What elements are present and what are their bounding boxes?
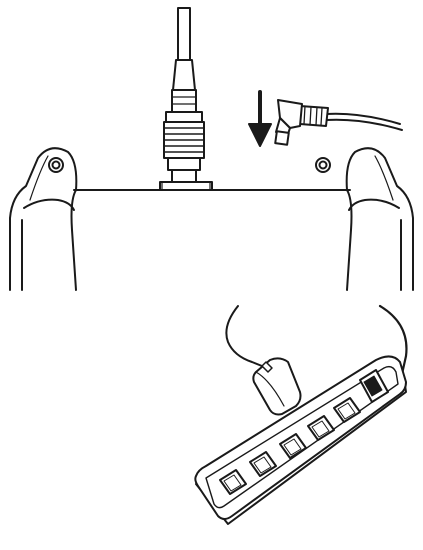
power-strip-icon	[194, 355, 407, 525]
outlet-icon	[249, 451, 277, 477]
left-mounting-ear-icon	[9, 147, 79, 291]
power-strip-connection-panel	[194, 304, 408, 525]
device-power-connection-panel	[9, 7, 414, 291]
outlet-icon	[333, 397, 361, 423]
device-body	[9, 147, 414, 291]
outlet-icon	[279, 433, 307, 459]
right-mounting-hole-icon	[315, 157, 331, 173]
bnc-connector-icon	[159, 111, 213, 191]
power-strip-cord	[378, 304, 408, 376]
insert-arrow-icon	[248, 90, 272, 147]
adapter-cable	[225, 305, 263, 367]
right-mounting-ear-icon	[344, 147, 414, 291]
power-adapter-icon	[252, 357, 302, 416]
antenna-icon	[171, 7, 197, 113]
outlet-icon	[307, 415, 335, 441]
outlet-icon	[219, 469, 247, 495]
power-switch-icon	[359, 369, 389, 403]
left-mounting-hole-icon	[48, 157, 64, 173]
dc-power-plug-icon	[274, 99, 403, 146]
